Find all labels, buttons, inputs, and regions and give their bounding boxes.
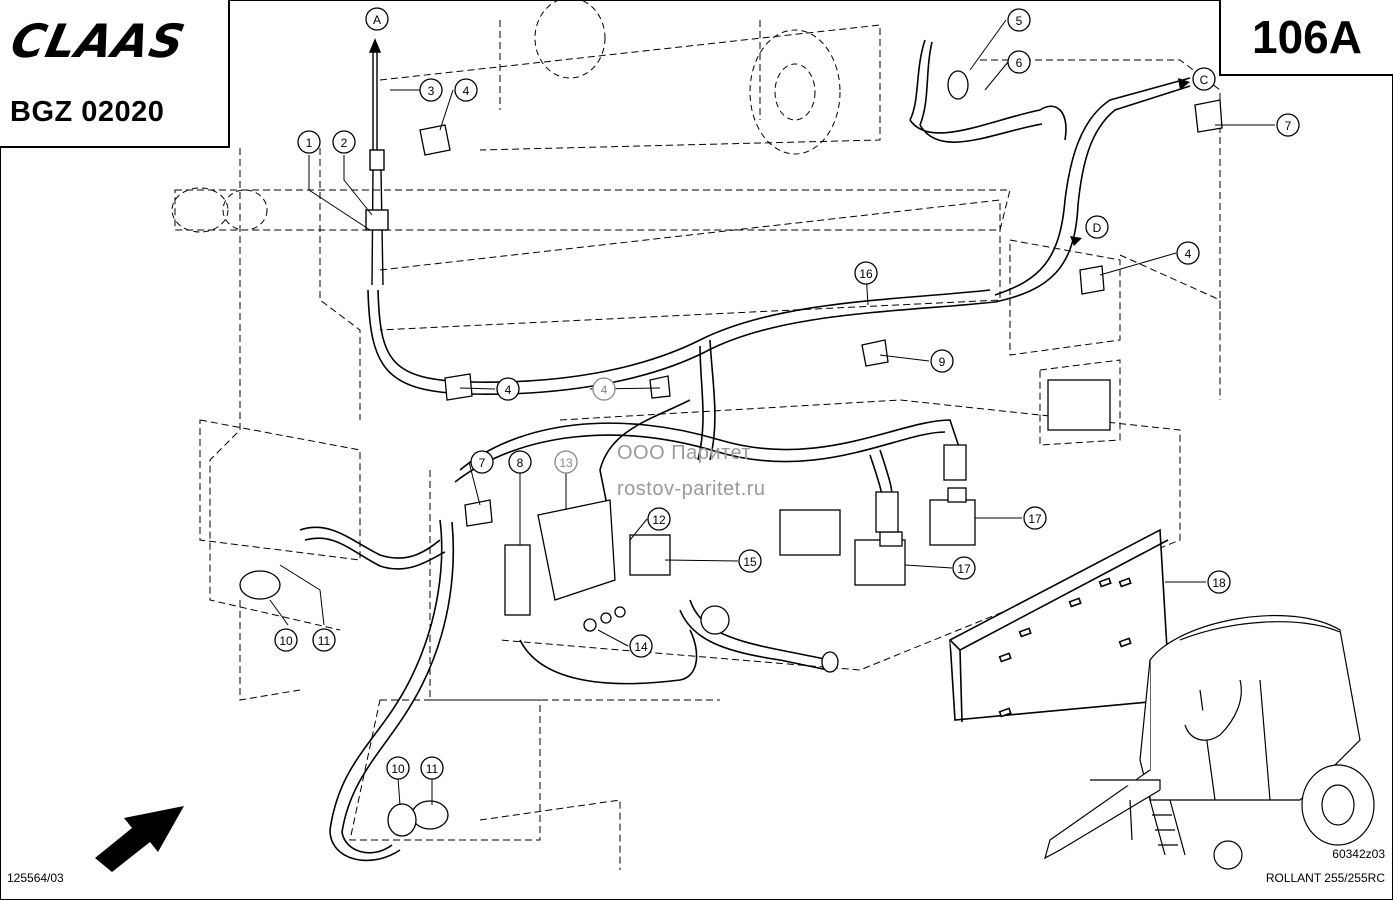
svg-text:13: 13 — [559, 456, 573, 470]
callout-4-left: 4 — [496, 377, 520, 401]
callout-4-right: 4 — [1176, 241, 1200, 265]
svg-text:15: 15 — [743, 555, 757, 569]
callout-12: 12 — [647, 507, 671, 531]
svg-text:14: 14 — [634, 640, 648, 654]
callout-7-left: 7 — [470, 450, 494, 474]
callout-11-upper: 11 — [312, 628, 336, 652]
svg-text:4: 4 — [601, 383, 608, 397]
connector-c: C — [1192, 67, 1216, 91]
svg-text:A: A — [373, 13, 381, 27]
svg-text:12: 12 — [652, 513, 666, 527]
callout-4-center: 4 — [592, 377, 616, 401]
svg-text:11: 11 — [318, 634, 331, 648]
callout-1: 1 — [297, 130, 321, 154]
callout-7-right: 7 — [1276, 113, 1300, 137]
svg-text:17: 17 — [957, 562, 971, 576]
svg-text:10: 10 — [391, 762, 405, 776]
callout-11-lower: 11 — [420, 756, 444, 780]
watermark-company: ООО Паритет — [617, 442, 752, 464]
svg-text:8: 8 — [517, 456, 524, 470]
callout-15: 15 — [738, 549, 762, 573]
callout-17-upper: 17 — [1023, 506, 1047, 530]
callout-10-upper: 10 — [274, 628, 298, 652]
svg-text:7: 7 — [1285, 119, 1292, 133]
svg-text:4: 4 — [505, 383, 512, 397]
callout-4-top: 4 — [454, 78, 478, 102]
connector-d: D — [1085, 215, 1109, 239]
components — [239, 70, 1223, 837]
svg-text:17: 17 — [1028, 512, 1042, 526]
callout-17-lower: 17 — [952, 556, 976, 580]
svg-text:D: D — [1093, 221, 1102, 235]
svg-text:9: 9 — [939, 355, 946, 369]
brand-header: CLAAS BGZ 02020 — [0, 0, 230, 148]
svg-text:2: 2 — [341, 136, 348, 150]
svg-text:4: 4 — [463, 84, 470, 98]
drawing-id: 125564/03 — [7, 871, 64, 885]
callout-5: 5 — [1007, 8, 1031, 32]
svg-text:1: 1 — [306, 136, 313, 150]
direction-arrow — [95, 806, 184, 872]
callout-8: 8 — [508, 450, 532, 474]
svg-text:16: 16 — [859, 267, 873, 281]
svg-text:C: C — [1200, 73, 1209, 87]
leader-lines — [269, 19, 1275, 806]
svg-text:10: 10 — [279, 634, 293, 648]
page-number: 106A — [1252, 11, 1362, 63]
callout-10-lower: 10 — [386, 756, 410, 780]
callout-18: 18 — [1207, 570, 1231, 594]
drum-outline — [171, 0, 841, 233]
callout-14: 14 — [629, 634, 653, 658]
model-name: ROLLANT 255/255RC — [1265, 871, 1385, 885]
baler-thumbnail — [1044, 614, 1375, 870]
callout-2: 2 — [332, 130, 356, 154]
svg-text:7: 7 — [479, 456, 486, 470]
page-number-box: 106A — [1219, 0, 1393, 76]
antenna — [365, 38, 389, 286]
callout-3: 3 — [419, 78, 443, 102]
terminal-panel — [949, 528, 1171, 723]
cable-harness — [299, 39, 1191, 862]
svg-text:3: 3 — [428, 84, 435, 98]
svg-text:11: 11 — [426, 762, 439, 776]
document-code: BGZ 02020 — [10, 96, 165, 128]
connector-a: A — [365, 7, 389, 31]
svg-text:4: 4 — [1185, 247, 1192, 261]
svg-text:5: 5 — [1016, 14, 1023, 28]
claas-logo: CLAAS — [6, 14, 191, 68]
machine-frame-outline — [174, 20, 1221, 870]
watermark-url: rostov-paritet.ru — [617, 478, 766, 500]
connector-arrows — [1070, 78, 1190, 246]
svg-text:18: 18 — [1212, 576, 1226, 590]
figure-code: 60342z03 — [1332, 847, 1385, 861]
callout-9: 9 — [930, 349, 954, 373]
callout-13: 13 — [554, 450, 578, 474]
callout-6: 6 — [1007, 50, 1031, 74]
callout-16: 16 — [854, 261, 878, 285]
svg-text:6: 6 — [1016, 56, 1023, 70]
